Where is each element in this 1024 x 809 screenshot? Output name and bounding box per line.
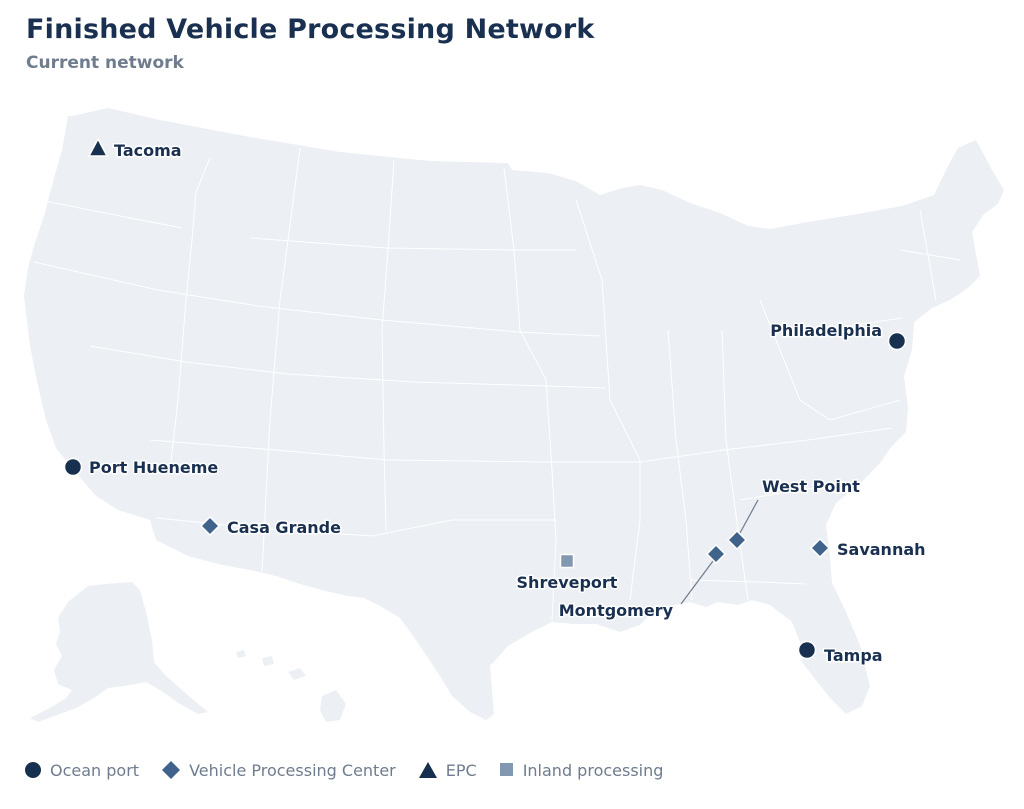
marker-montgomery [705,543,727,565]
hawaii-island-small-1 [236,650,246,658]
label-tacoma: Tacoma [114,141,182,160]
state-borders [33,147,961,621]
legend-label: Inland processing [522,760,664,780]
label-casa-grande: Casa Grande [227,518,341,537]
marker-tacoma [87,137,109,157]
legend-item-ocean-port: Ocean port [24,761,139,780]
marker-casa-grande [199,515,221,537]
label-west-point: West Point [762,477,860,496]
marker-port-hueneme [63,457,83,477]
label-savannah: Savannah [837,540,926,559]
label-montgomery: Montgomery [559,601,674,620]
hawaii-island-small-3 [288,668,306,680]
legend-label: Vehicle Processing Center [189,760,396,780]
triangle-icon [418,762,437,778]
contiguous-us-land [24,108,1004,720]
marker-west-point [726,529,748,551]
legend-label: Ocean port [50,760,140,780]
land-layer [24,108,1004,722]
leader-line-west-point [739,499,759,534]
page-subtitle: Current network [26,53,184,73]
legend-item-vehicle-processing-center: Vehicle Processing Center [161,760,396,780]
label-shreveport: Shreveport [517,573,618,592]
marker-philadelphia [887,331,907,351]
alaska-land [30,582,208,722]
square-icon [499,763,513,776]
hawaii-island-small-2 [262,656,274,666]
legend-item-epc: EPC [418,761,477,780]
marker-shreveport [559,553,575,569]
label-tampa: Tampa [824,646,883,665]
legend: Ocean port Vehicle Processing Center EPC… [24,758,685,782]
leader-line-montgomery [680,560,714,605]
marker-savannah [809,537,831,559]
legend-label: EPC [445,760,477,780]
page-title: Finished Vehicle Processing Network [26,14,595,45]
circle-icon [25,762,41,778]
label-philadelphia: Philadelphia [770,321,882,340]
diamond-icon [162,761,181,779]
legend-item-inland-processing: Inland processing [499,760,664,780]
marker-tampa [797,640,817,660]
label-port-hueneme: Port Hueneme [89,458,218,477]
hawaii-island-big [320,690,346,722]
